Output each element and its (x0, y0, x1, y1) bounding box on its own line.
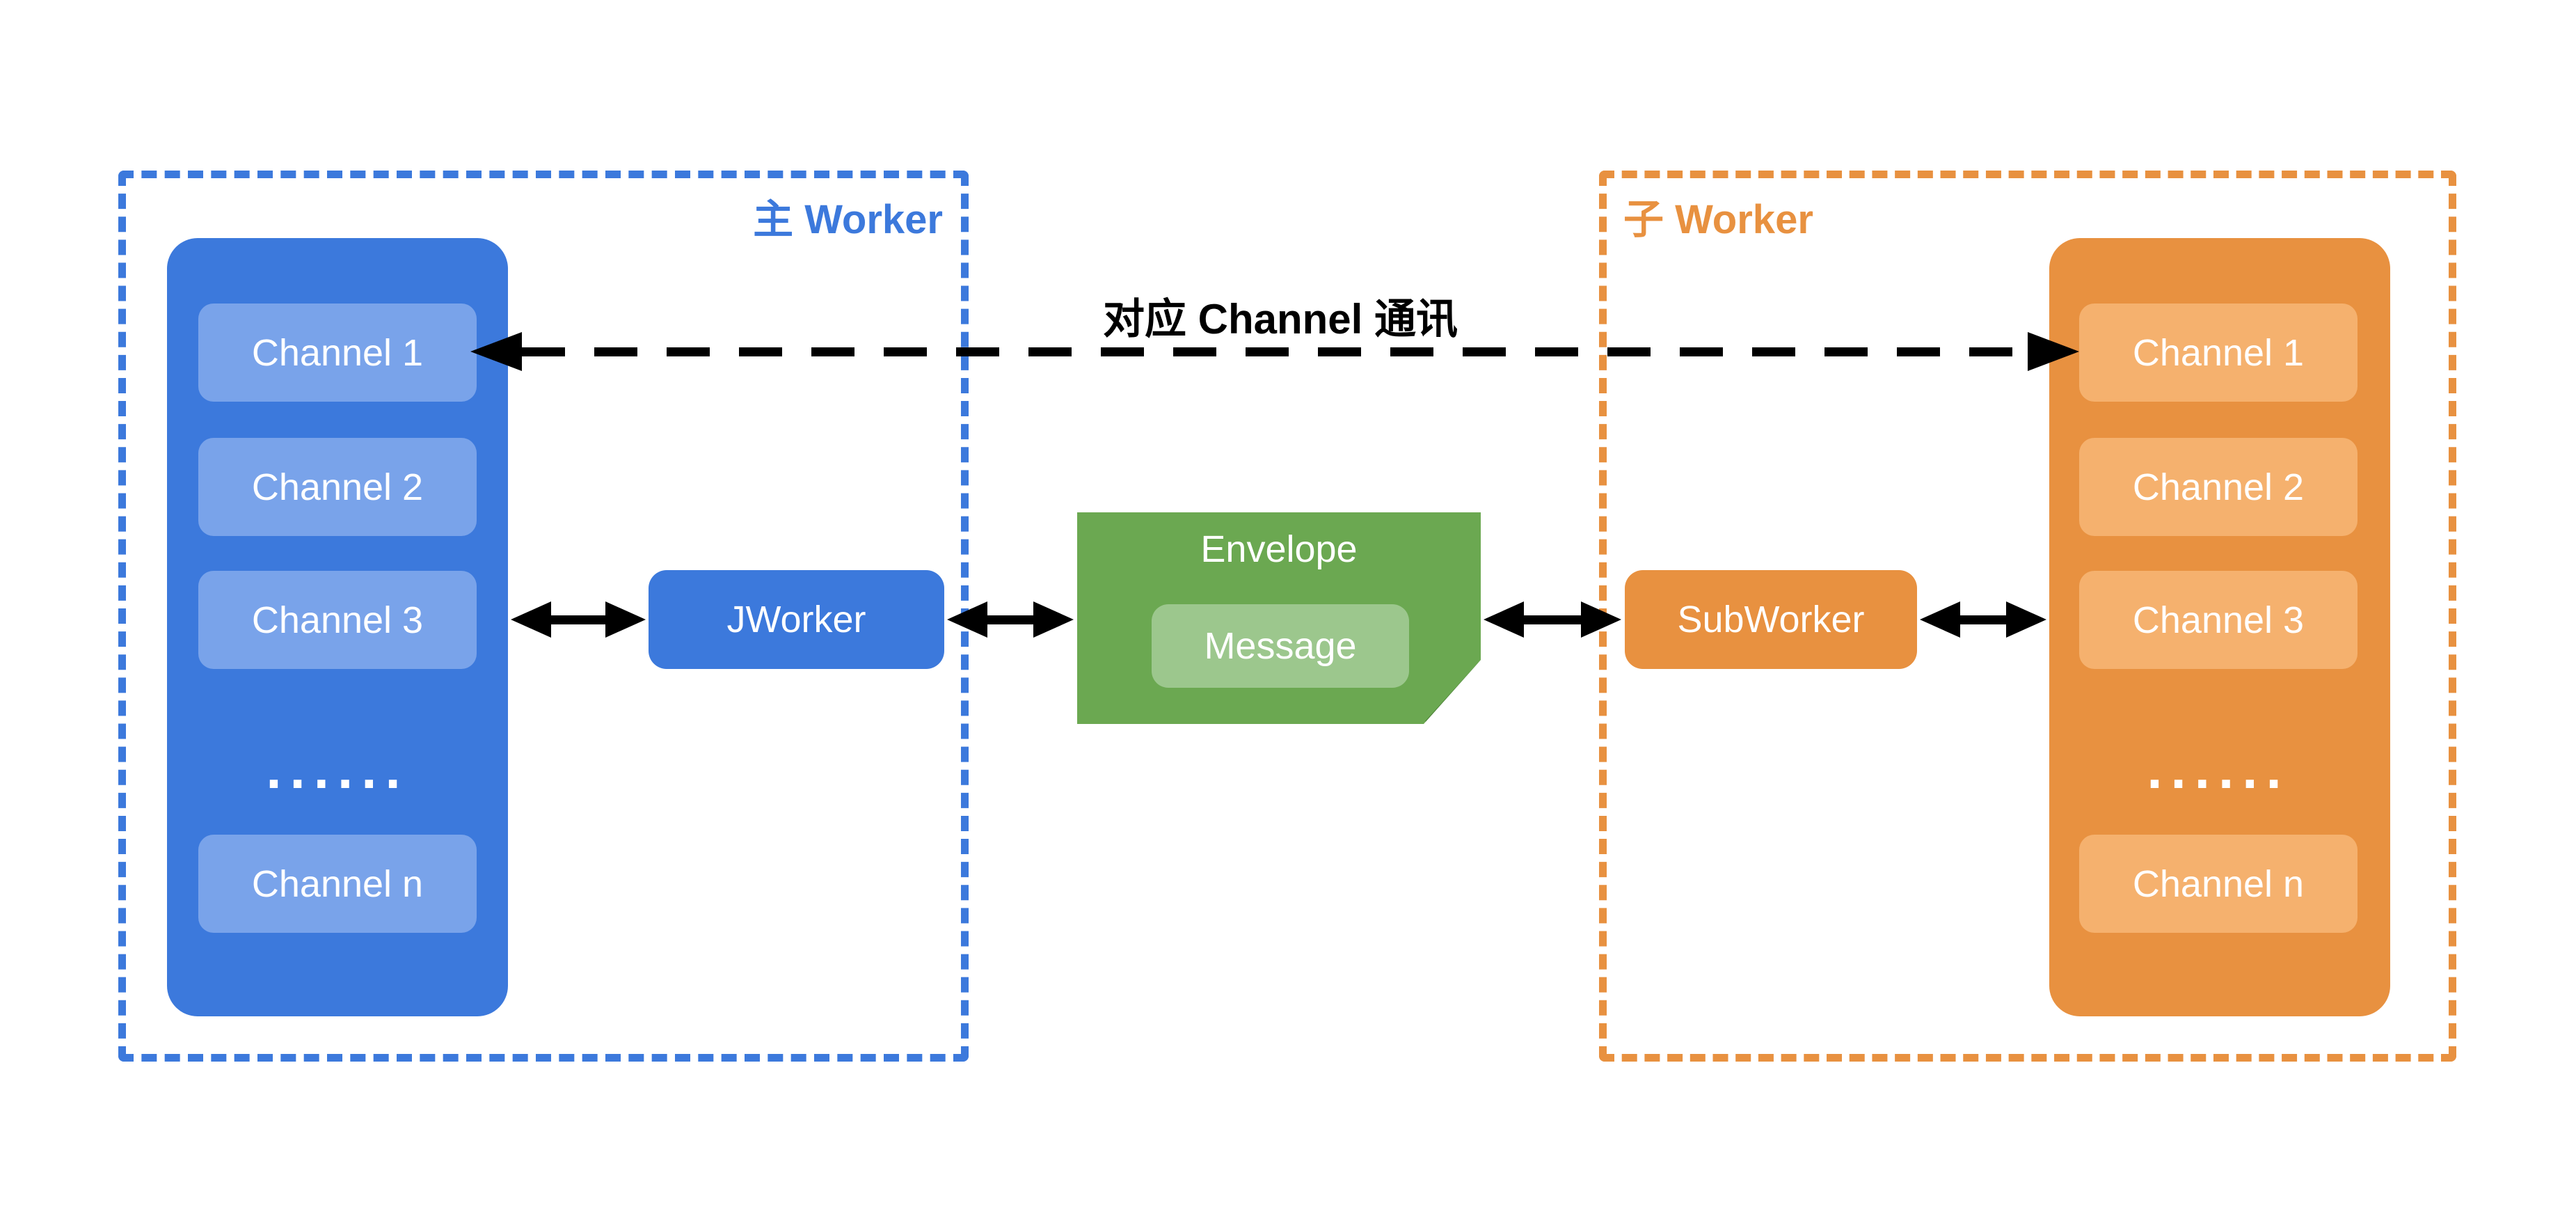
arrow-shaft (1960, 615, 2006, 624)
envelope-box: Envelope Message (1077, 512, 1481, 724)
arrow-shaft (987, 615, 1033, 624)
arrowhead-left-icon (1484, 601, 1524, 638)
arrowhead-left-icon (947, 601, 987, 638)
arrowhead-right-icon (2028, 332, 2079, 371)
jworker-node: JWorker (649, 570, 944, 669)
main-channel-1: Channel 1 (198, 304, 477, 402)
envelope-label: Envelope (1200, 528, 1358, 570)
arrowhead-right-icon (1033, 601, 1074, 638)
sub-channel-n: Channel n (2079, 835, 2358, 933)
main-channel-3: Channel 3 (198, 571, 477, 669)
arrowhead-right-icon (605, 601, 646, 638)
arrow-shaft (551, 615, 605, 624)
sub-channel-1: Channel 1 (2079, 304, 2358, 402)
channel-link-dashed-arrow (470, 332, 2079, 371)
channel-link-label: 对应 Channel 通讯 (1102, 296, 1458, 342)
arrow-shaft (1524, 615, 1581, 624)
subworker-node: SubWorker (1625, 570, 1917, 669)
sub-channel-2: Channel 2 (2079, 438, 2358, 536)
sub-worker-channel-container: Channel 1 Channel 2 Channel 3 ...... Cha… (2049, 238, 2390, 1016)
arrow-subworker-subcontainer (1920, 601, 2046, 638)
sub-worker-group-label: 子 Worker (1623, 197, 1813, 242)
arrow-maincontainer-jworker (511, 601, 646, 638)
main-channel-ellipsis: ...... (266, 738, 409, 800)
arrowhead-right-icon (1581, 601, 1621, 638)
main-worker-channel-container: Channel 1 Channel 2 Channel 3 ...... Cha… (167, 238, 508, 1016)
message-box: Message (1152, 604, 1409, 688)
dashed-arrow-shaft (522, 347, 2028, 356)
main-worker-group-label: 主 Worker (753, 197, 943, 242)
main-channel-n: Channel n (198, 835, 477, 933)
arrow-jworker-envelope (947, 601, 1074, 638)
arrowhead-left-icon (511, 601, 551, 638)
arrowhead-left-icon (1920, 601, 1960, 638)
arrowhead-left-icon (470, 332, 522, 371)
arrowhead-right-icon (2006, 601, 2046, 638)
sub-channel-ellipsis: ...... (2147, 738, 2290, 800)
arrow-envelope-subworker (1484, 601, 1621, 638)
main-channel-2: Channel 2 (198, 438, 477, 536)
envelope-fold-corner (1424, 662, 1479, 722)
sub-channel-3: Channel 3 (2079, 571, 2358, 669)
